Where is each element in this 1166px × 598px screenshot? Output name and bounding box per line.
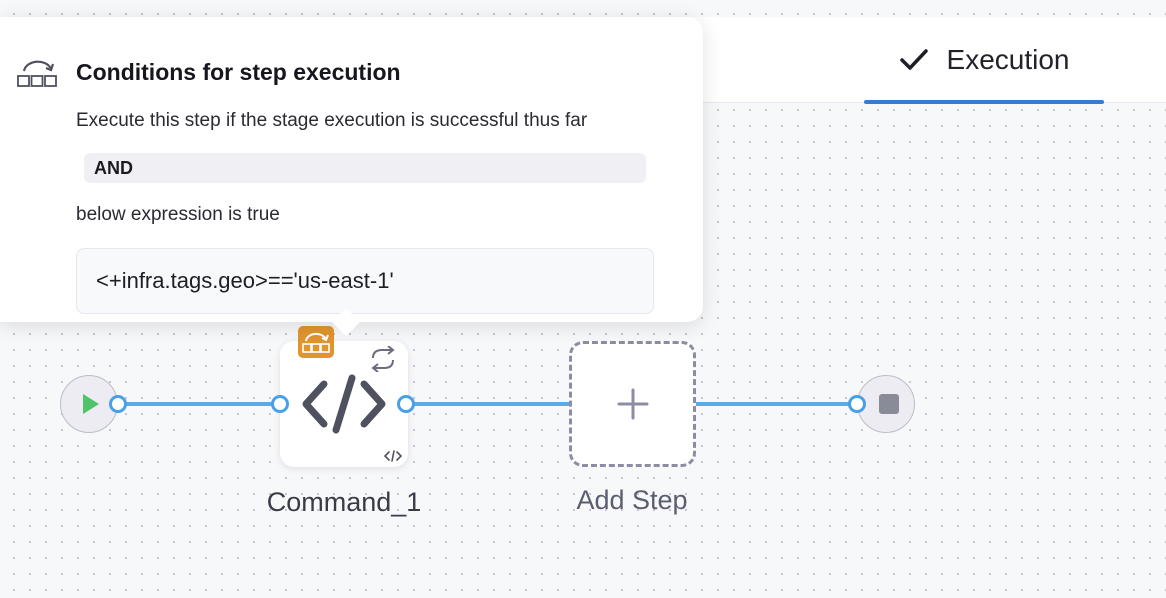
popover-condition-text: below expression is true [76, 204, 280, 225]
step-output-port[interactable] [397, 395, 415, 413]
plus-icon [617, 388, 648, 420]
step-type-code-icon [384, 450, 402, 462]
check-icon [899, 49, 928, 70]
loop-icon [371, 346, 395, 372]
step-name-label: Command_1 [266, 487, 422, 517]
end-input-port[interactable] [848, 395, 866, 413]
play-icon [83, 394, 99, 414]
step-input-port[interactable] [271, 395, 289, 413]
popover-description: Execute this step if the stage execution… [76, 110, 588, 131]
connector-start-to-step [118, 402, 282, 406]
connector-add-to-end [694, 402, 859, 406]
pipeline-start-node[interactable] [60, 375, 118, 433]
conditional-execution-popover: Conditions for step execution Execute th… [0, 17, 703, 322]
condition-expression: <+infra.tags.geo>=='us-east-1' [76, 248, 654, 314]
add-step-button[interactable] [569, 341, 696, 467]
conditional-execution-icon [302, 333, 330, 353]
operator-badge: AND [84, 153, 646, 183]
step-node-command-1[interactable] [280, 341, 408, 467]
conditional-execution-badge[interactable] [298, 326, 334, 358]
active-tab-indicator [864, 100, 1104, 104]
popover-title: Conditions for step execution [76, 59, 401, 85]
conditional-execution-icon [17, 60, 57, 87]
code-icon [302, 374, 386, 434]
tab-execution[interactable]: Execution [864, 17, 1104, 104]
add-step-label[interactable]: Add Step [576, 485, 688, 515]
connector-step-to-add [406, 402, 571, 406]
tab-execution-label: Execution [946, 44, 1070, 75]
stop-icon [879, 394, 899, 414]
start-output-port[interactable] [109, 395, 127, 413]
